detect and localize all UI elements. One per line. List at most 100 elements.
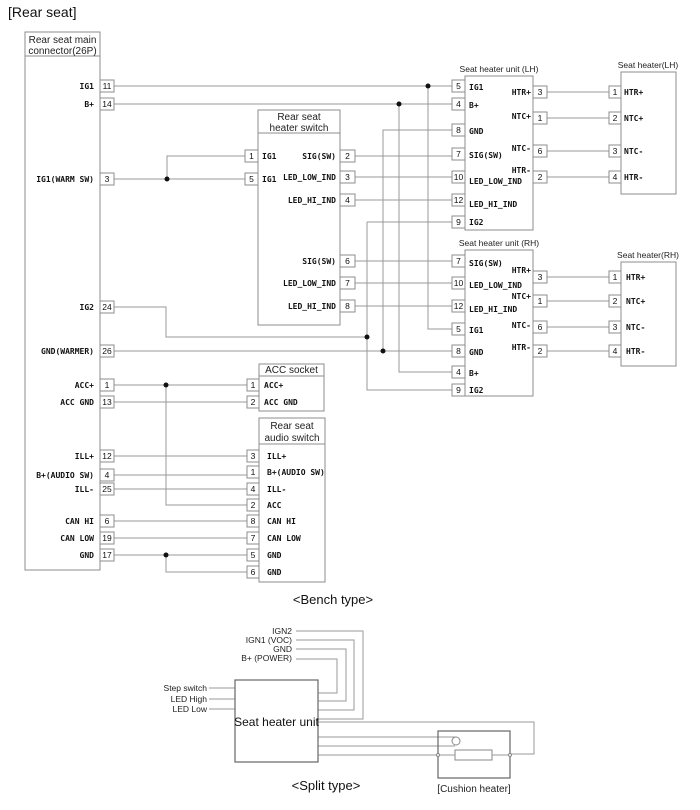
split-type-caption: <Split type> <box>292 778 361 793</box>
heater-lh-signal-label: HTR+ <box>624 88 643 97</box>
main-connector-signal-label: CAN HI <box>65 517 94 526</box>
heater-lh-pin-box <box>608 111 622 125</box>
heater-switch-pin-number: 6 <box>345 256 350 266</box>
audio-switch-pin-box <box>246 548 260 562</box>
wire-ig1-rh <box>427 86 452 330</box>
unit-rh-pin-number: 1 <box>538 296 543 306</box>
acc-socket-pin-box <box>246 395 260 409</box>
split-input-gnd: GND <box>273 644 292 654</box>
wire-warm-sw-branch <box>166 155 245 179</box>
audio-switch-pin-number: 5 <box>251 550 256 560</box>
wires <box>114 85 609 573</box>
heater-lh-pin-box <box>608 144 622 158</box>
heater-switch-pin-number: 7 <box>345 278 350 288</box>
heater-rh-pin-box <box>608 270 622 284</box>
unit-rh-title: Seat heater unit (RH) <box>459 238 539 248</box>
unit-lh-signal-label: IG1 <box>469 83 484 92</box>
heater-rh-pin-box <box>608 344 622 358</box>
unit-lh-pin-number: 5 <box>456 81 461 91</box>
heater-switch-pin-box <box>339 170 356 184</box>
main-connector-title: Rear seat main <box>29 35 97 46</box>
audio-switch-pin-number: 3 <box>251 451 256 461</box>
heater-rh-signal-label: HTR- <box>626 347 645 356</box>
unit-rh-pin-number: 5 <box>456 324 461 334</box>
unit-rh-signal-label: IG1 <box>469 326 484 335</box>
heater-switch-pin-number: 5 <box>249 174 254 184</box>
unit-rh-pin-number: 2 <box>538 346 543 356</box>
junctions <box>163 83 431 558</box>
audio-switch-signal-label: GND <box>267 568 282 577</box>
junction-dot <box>396 101 402 107</box>
unit-rh-pin-box <box>451 344 466 358</box>
unit-rh-pin-box <box>532 270 548 284</box>
heater-switch-signal-label: LED_LOW_IND <box>283 173 336 182</box>
heater-switch-signal-label: IG1 <box>262 175 277 184</box>
heater-lh-signal-label: NTC- <box>624 147 643 156</box>
heater-lh-pin-number: 3 <box>613 146 618 156</box>
heater-switch-pin-box <box>339 276 356 290</box>
main-connector-pin-box <box>99 468 115 482</box>
unit-rh-signal-label: LED_LOW_IND <box>469 281 522 290</box>
unit-rh-signal-label: SIG(SW) <box>469 259 503 268</box>
unit-rh-pin-box <box>532 320 548 334</box>
audio-switch-signal-label: B+(AUDIO SW) <box>267 468 325 477</box>
heater-switch-pin-box <box>244 172 259 186</box>
main-connector-pin-number: 4 <box>105 470 110 480</box>
audio-switch-pin-box <box>246 531 260 545</box>
unit-rh-pin-box <box>451 365 466 379</box>
heater-switch-pin-number: 1 <box>249 151 254 161</box>
junction-dot <box>163 382 169 388</box>
main-connector-signal-label: GND <box>80 551 95 560</box>
unit-rh-pin-number: 6 <box>538 322 543 332</box>
split-input-ign1: IGN1 (VOC) <box>246 635 292 645</box>
wire-split-bplus <box>296 658 338 694</box>
audio-switch-box <box>258 417 326 583</box>
wire-ig2-rh <box>366 222 452 391</box>
audio-switch-pin-number: 4 <box>251 484 256 494</box>
unit-lh-signal-label: HTR- <box>512 166 531 175</box>
junction-dot <box>163 552 169 558</box>
unit-lh-pin-number: 12 <box>454 195 464 205</box>
junction-dot <box>164 176 170 182</box>
main-connector-pin-box <box>99 300 115 314</box>
heater-lh-title: Seat heater(LH) <box>618 60 679 70</box>
unit-lh-signal-label: HTR+ <box>512 88 531 97</box>
audio-switch-signal-label: CAN HI <box>267 517 296 526</box>
unit-rh-pin-number: 4 <box>456 367 461 377</box>
ntc-sensor-icon <box>451 736 461 746</box>
unit-lh-pin-number: 3 <box>538 87 543 97</box>
main-connector-pin-box <box>99 97 115 111</box>
unit-lh-signal-label: B+ <box>469 101 479 110</box>
unit-lh-signal-label: GND <box>469 127 484 136</box>
main-connector-pin-box <box>99 514 115 528</box>
heater-switch-signal-label: SIG(SW) <box>302 257 336 266</box>
heater-lh-signal-label: NTC+ <box>624 114 643 123</box>
main-connector-pin-box <box>99 79 115 93</box>
audio-switch-pin-box <box>246 482 260 496</box>
heater-lh-pin-box <box>608 170 622 184</box>
wire-heater-return <box>318 721 535 755</box>
audio-switch-pin-box <box>246 498 260 512</box>
main-connector-pin-number: 17 <box>102 550 112 560</box>
unit-lh-title: Seat heater unit (LH) <box>460 64 539 74</box>
unit-lh-pin-box <box>451 193 466 207</box>
unit-rh-pin-number: 8 <box>456 346 461 356</box>
unit-lh-signal-label: SIG(SW) <box>469 151 503 160</box>
heater-switch-title-2: heater switch <box>270 123 329 134</box>
heater-switch-signal-label: LED_HI_IND <box>288 302 336 311</box>
audio-switch-pin-box <box>246 465 260 479</box>
heater-rh-box <box>620 261 677 367</box>
main-connector: Rear seat main connector(26P) 11IG114B+3… <box>24 31 115 571</box>
main-connector-pin-number: 1 <box>105 380 110 390</box>
heater-switch-pin-box <box>244 149 259 163</box>
unit-rh-signal-label: LED_HI_IND <box>469 305 517 314</box>
unit-rh-pin-number: 7 <box>456 256 461 266</box>
heater-switch-pin-number: 8 <box>345 301 350 311</box>
unit-lh-pin-number: 1 <box>538 113 543 123</box>
main-connector-pin-box <box>99 531 115 545</box>
